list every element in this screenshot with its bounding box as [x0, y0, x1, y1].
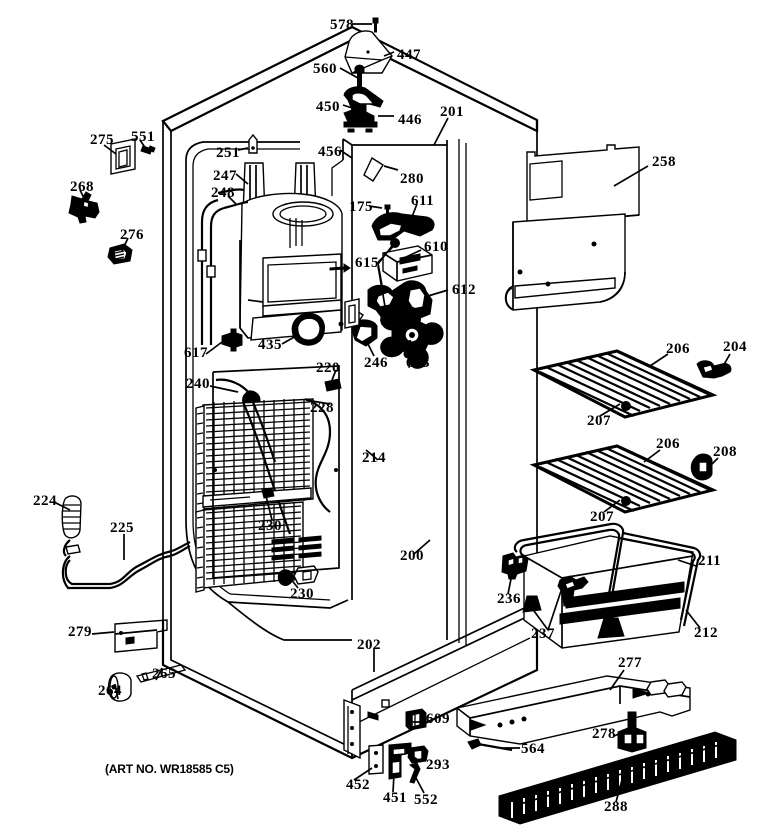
icemaker-assembly — [197, 133, 378, 392]
callout-610: 610 — [424, 239, 448, 255]
callout-279: 279 — [68, 624, 92, 640]
callout-201: 201 — [440, 104, 464, 120]
wire-shelf-lower — [529, 444, 718, 514]
kickplate-assembly — [456, 675, 737, 825]
callout-206-lower: 206 — [656, 436, 680, 452]
callout-207-upper: 207 — [587, 413, 611, 429]
callout-288: 288 — [604, 799, 628, 815]
top-hinge-assembly — [343, 17, 393, 182]
art-number: (ART NO. WR18585 C5) — [105, 762, 234, 776]
callout-224: 224 — [33, 493, 57, 509]
callout-578: 578 — [330, 17, 354, 33]
left-loose-parts — [68, 138, 156, 265]
callout-268: 268 — [70, 179, 94, 195]
callout-276: 276 — [120, 227, 144, 243]
callout-446: 446 — [398, 112, 422, 128]
callout-551: 551 — [131, 129, 155, 145]
callout-236: 236 — [497, 591, 521, 607]
callout-175: 175 — [349, 199, 373, 215]
callout-617: 617 — [184, 345, 208, 361]
callout-212: 212 — [694, 625, 718, 641]
callout-211: 211 — [698, 553, 722, 569]
callout-280: 280 — [400, 171, 424, 187]
callout-206-upper: 206 — [666, 341, 690, 357]
callout-264: 264 — [98, 683, 122, 699]
callout-246: 246 — [364, 355, 388, 371]
callout-248: 248 — [211, 185, 235, 201]
callout-447: 447 — [397, 47, 421, 63]
callout-456: 456 — [318, 144, 342, 160]
callout-275: 275 — [90, 132, 114, 148]
callout-450: 450 — [316, 99, 340, 115]
callout-452: 452 — [346, 777, 370, 793]
evaporator-assembly — [195, 365, 340, 593]
callout-293: 293 — [426, 757, 450, 773]
callout-200: 200 — [400, 548, 424, 564]
drier-captube — [61, 495, 191, 590]
callout-228: 228 — [310, 400, 334, 416]
callout-265: 265 — [152, 666, 176, 682]
callout-204: 204 — [723, 339, 747, 355]
callout-611: 611 — [411, 193, 435, 209]
fan-control-parts — [344, 204, 444, 369]
callout-560: 560 — [313, 61, 337, 77]
callout-258: 258 — [652, 154, 676, 170]
callout-230-upper: 230 — [258, 518, 282, 534]
callout-237: 237 — [531, 626, 555, 642]
callout-564: 564 — [521, 741, 545, 757]
callout-451: 451 — [383, 790, 407, 806]
bottom-left-parts — [107, 619, 187, 702]
callout-615: 615 — [355, 255, 379, 271]
leader-lines — [53, 23, 731, 803]
callout-251: 251 — [216, 145, 240, 161]
wire-shelf-upper — [529, 349, 732, 419]
callout-230-lower: 230 — [290, 586, 314, 602]
callout-278: 278 — [592, 726, 616, 742]
callout-240: 240 — [186, 376, 210, 392]
callout-207-lower: 207 — [590, 509, 614, 525]
callout-552: 552 — [414, 792, 438, 808]
cabinet-bottom — [161, 600, 539, 784]
callout-613: 613 — [406, 355, 430, 371]
callout-612: 612 — [452, 282, 476, 298]
callout-435: 435 — [258, 337, 282, 353]
callout-277: 277 — [618, 655, 642, 671]
callout-247: 247 — [213, 168, 237, 184]
callout-220: 220 — [316, 360, 340, 376]
shelf-cover-258 — [504, 144, 640, 311]
door-bin-assembly — [501, 522, 702, 649]
callout-208: 208 — [713, 444, 737, 460]
callout-214: 214 — [362, 450, 386, 466]
callout-225: 225 — [110, 520, 134, 536]
callout-202: 202 — [357, 637, 381, 653]
callout-609: 609 — [426, 711, 450, 727]
